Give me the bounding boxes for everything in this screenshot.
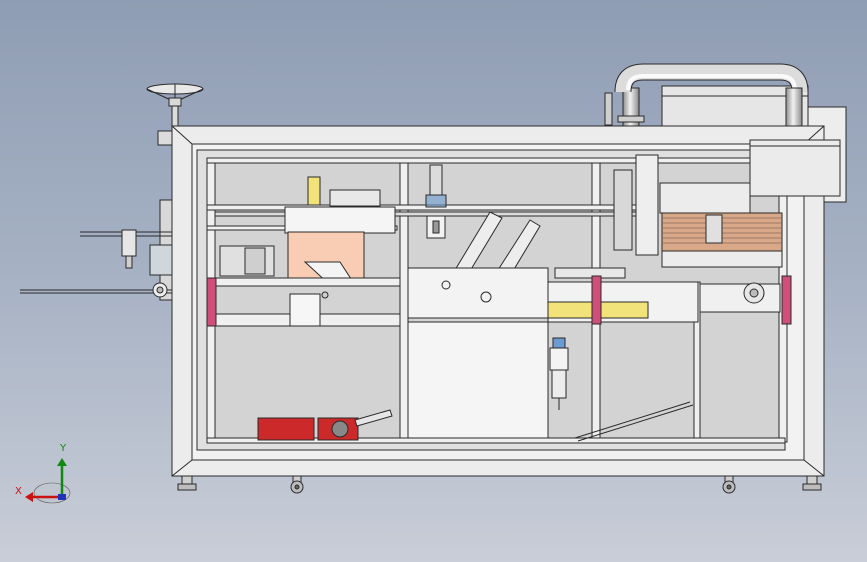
left-external-bracketry <box>20 199 173 301</box>
triad-x-label: X <box>15 486 22 497</box>
control-box <box>749 139 841 197</box>
right-magazine <box>613 154 783 313</box>
left-module <box>214 176 401 327</box>
bottom-drive <box>257 401 694 442</box>
pink-pads <box>206 275 792 327</box>
center-mechanism <box>407 164 699 439</box>
feet-and-casters <box>177 475 822 494</box>
filter-regulator <box>549 337 569 410</box>
handwheel <box>146 83 204 146</box>
triad-y-label: Y <box>60 443 67 454</box>
orientation-triad <box>25 458 71 504</box>
